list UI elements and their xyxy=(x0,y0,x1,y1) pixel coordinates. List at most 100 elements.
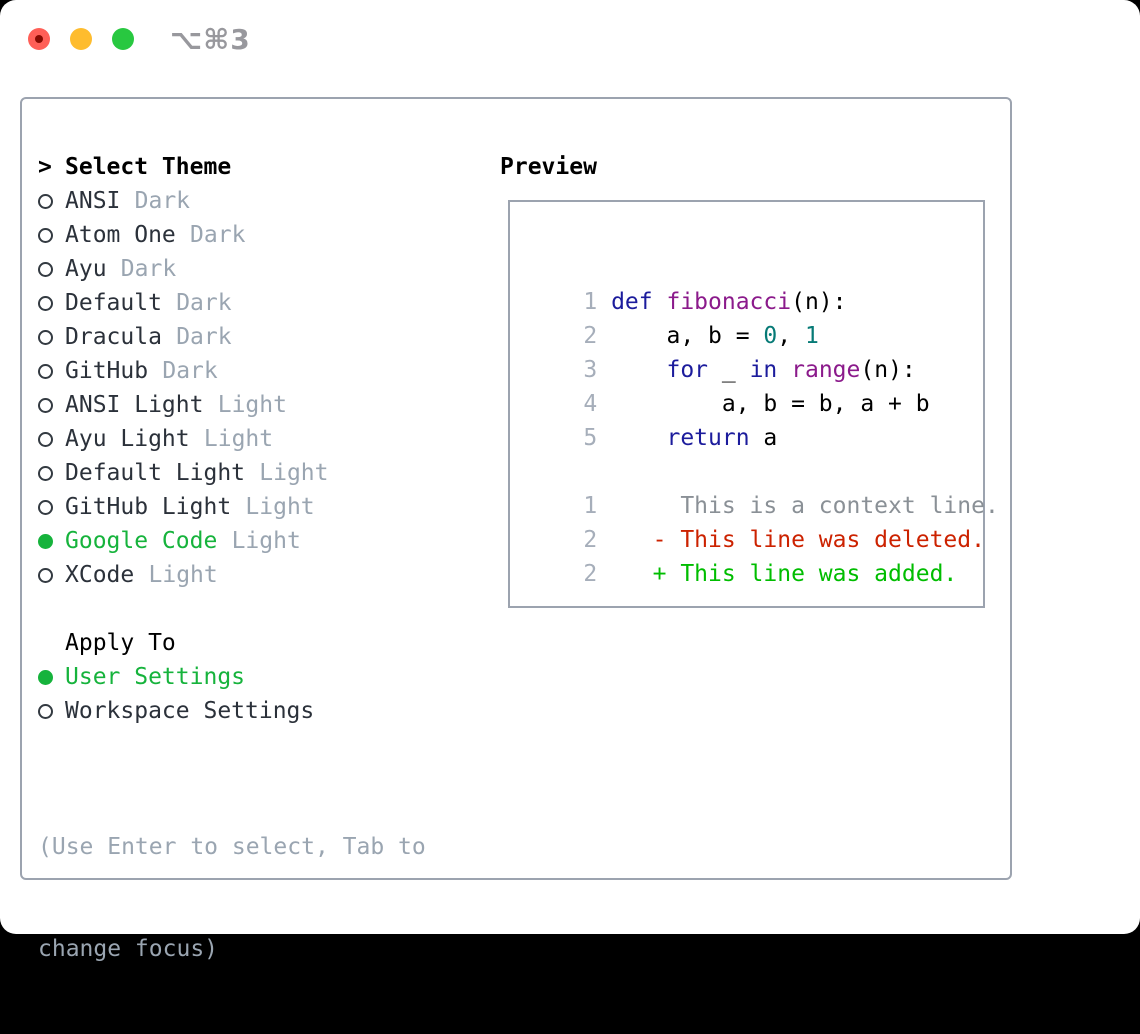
theme-variant: Light xyxy=(148,562,218,588)
select-theme-header-row: > Select Theme xyxy=(38,150,426,184)
preview-line: 1 def fibonacci(n): xyxy=(528,251,983,315)
theme-option[interactable]: ANSI Dark xyxy=(38,184,426,218)
app-window: ⌥⌘3 > Select Theme ANSI Dark Atom One Da… xyxy=(0,0,1140,962)
theme-variant: Light xyxy=(259,460,329,486)
theme-option[interactable]: Dracula Dark xyxy=(38,320,426,354)
theme-list: ANSI Dark Atom One Dark Ayu Dark Default… xyxy=(38,184,426,592)
line-number: 2 xyxy=(583,527,598,553)
theme-option[interactable]: GitHub Dark xyxy=(38,354,426,388)
theme-option[interactable]: XCode Light xyxy=(38,558,426,592)
theme-name: GitHub xyxy=(65,358,149,384)
minimize-button[interactable] xyxy=(70,28,92,50)
theme-name: ANSI xyxy=(65,188,121,214)
line-code: - This line was deleted. xyxy=(611,527,985,553)
titlebar: ⌥⌘3 xyxy=(0,0,1140,78)
preview-line: 1 This is a context line. xyxy=(528,455,998,519)
preview-box: 1 def fibonacci(n): 2 a, b = 0, 1 3 for _… xyxy=(508,200,999,608)
radio-icon xyxy=(38,499,53,515)
theme-name: Default Light xyxy=(65,460,246,486)
keyboard-hint: (Use Enter to select, Tab to change focu… xyxy=(38,762,426,1034)
theme-name: Ayu xyxy=(65,256,107,282)
apply-to-option[interactable]: User Settings xyxy=(38,660,426,694)
radio-icon xyxy=(38,431,53,447)
radio-icon xyxy=(38,669,53,685)
theme-name: Default xyxy=(65,290,162,316)
apply-to-list: User Settings Workspace Settings xyxy=(38,660,426,728)
apply-to-name: User Settings xyxy=(65,664,246,690)
theme-variant: Dark xyxy=(134,188,191,214)
theme-variant: Dark xyxy=(176,290,232,316)
radio-icon xyxy=(38,261,53,277)
radio-icon xyxy=(38,329,53,345)
theme-option[interactable]: Default Dark xyxy=(38,286,426,320)
theme-name: Google Code xyxy=(65,528,218,554)
preview-line: 3 for _ in range(n): xyxy=(528,319,983,383)
line-code: a, b = 0, 1 xyxy=(611,323,819,349)
preview-line: 4 a, b = b, a + b xyxy=(528,353,983,417)
line-number: 5 xyxy=(583,425,598,451)
window-title: ⌥⌘3 xyxy=(170,22,251,56)
theme-option[interactable]: Ayu Dark xyxy=(38,252,426,286)
line-code: This is a context line. xyxy=(611,493,999,519)
prompt-caret-icon: > xyxy=(38,154,52,180)
select-theme-header: Select Theme xyxy=(65,154,232,180)
theme-variant: Dark xyxy=(120,256,177,282)
preview-line: 2 + This line was added. xyxy=(528,523,983,587)
radio-icon xyxy=(38,227,53,243)
theme-option[interactable]: Atom One Dark xyxy=(38,218,426,252)
theme-option[interactable]: ANSI Light Light xyxy=(38,388,426,422)
hint-line: change focus) xyxy=(38,936,219,962)
line-code: for _ in range(n): xyxy=(666,357,916,383)
line-number: 1 xyxy=(583,289,598,315)
apply-to-name: Workspace Settings xyxy=(65,698,315,724)
theme-variant: Light xyxy=(231,528,301,554)
line-code: def fibonacci(n): xyxy=(611,289,847,315)
radio-icon xyxy=(38,397,53,413)
preview-line: 2 - This line was deleted. xyxy=(528,489,985,553)
theme-name: XCode xyxy=(65,562,135,588)
radio-icon xyxy=(38,703,53,719)
line-number: 4 xyxy=(583,391,598,417)
theme-variant: Dark xyxy=(190,222,246,248)
line-number: 2 xyxy=(583,561,598,587)
spacer xyxy=(38,592,426,626)
theme-name: Dracula xyxy=(65,324,162,350)
apply-to-header-row: Apply To xyxy=(38,626,426,660)
theme-variant: Dark xyxy=(162,358,218,384)
code-preview: 1 def fibonacci(n): 2 a, b = 0, 1 3 for _… xyxy=(510,202,998,587)
theme-name: GitHub Light xyxy=(65,494,232,520)
line-number: 1 xyxy=(583,493,598,519)
theme-variant: Light xyxy=(245,494,315,520)
line-code: a, b = b, a + b xyxy=(611,391,930,417)
main-panel: > Select Theme ANSI Dark Atom One Dark A… xyxy=(20,97,1012,962)
theme-option[interactable]: Google Code Light xyxy=(38,524,426,558)
hint-line: (Use Enter to select, Tab to xyxy=(38,834,426,860)
radio-icon xyxy=(38,193,53,209)
zoom-button[interactable] xyxy=(112,28,134,50)
line-code: + This line was added. xyxy=(611,561,958,587)
preview-line: 5 return a xyxy=(528,387,983,451)
close-button[interactable] xyxy=(28,28,50,50)
theme-selector: > Select Theme ANSI Dark Atom One Dark A… xyxy=(38,150,426,1034)
radio-icon xyxy=(38,465,53,481)
apply-to-header: Apply To xyxy=(65,630,176,656)
apply-to-option[interactable]: Workspace Settings xyxy=(38,694,426,728)
radio-icon xyxy=(38,567,53,583)
radio-icon xyxy=(38,533,53,549)
theme-name: ANSI Light xyxy=(65,392,204,418)
theme-option[interactable]: Ayu Light Light xyxy=(38,422,426,456)
radio-icon xyxy=(38,295,53,311)
unsaved-dot-icon xyxy=(35,35,43,43)
line-number: 3 xyxy=(583,357,598,383)
theme-variant: Dark xyxy=(176,324,232,350)
theme-name: Ayu Light xyxy=(65,426,190,452)
line-code: return a xyxy=(666,425,778,451)
preview-header: Preview xyxy=(500,154,597,180)
theme-option[interactable]: Default Light Light xyxy=(38,456,426,490)
theme-variant: Light xyxy=(217,392,287,418)
radio-icon xyxy=(38,363,53,379)
theme-variant: Light xyxy=(203,426,274,452)
theme-name: Atom One xyxy=(65,222,176,248)
theme-option[interactable]: GitHub Light Light xyxy=(38,490,426,524)
line-number: 2 xyxy=(583,323,598,349)
